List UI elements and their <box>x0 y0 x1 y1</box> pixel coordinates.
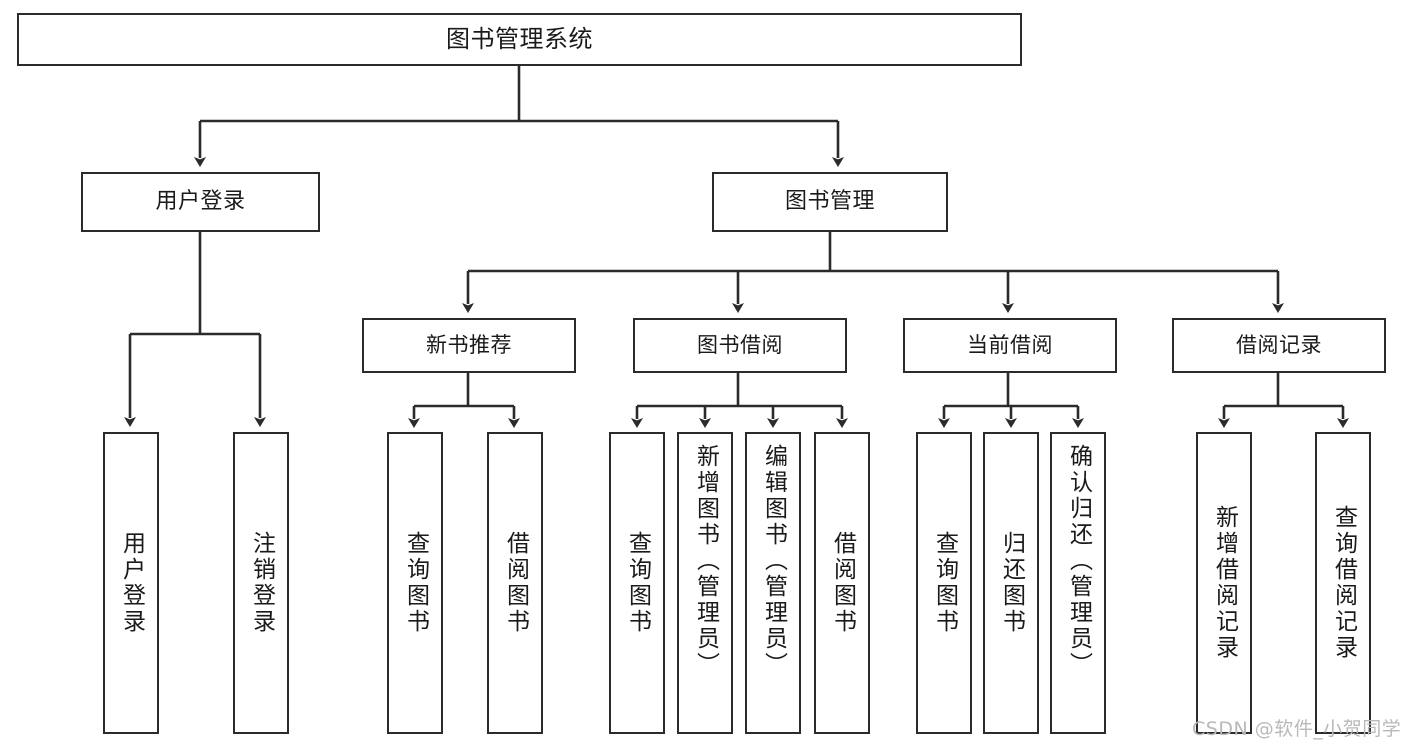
node-current-borrow-label: 当前借阅 <box>967 333 1053 358</box>
leaf-return-book[interactable]: 归还图书 <box>983 432 1039 734</box>
leaf-query-borrow-record-label: 查询借阅记录 <box>1330 505 1357 661</box>
node-root[interactable]: 图书管理系统 <box>17 13 1022 66</box>
leaf-query-book-current[interactable]: 查询图书 <box>916 432 972 734</box>
node-root-label: 图书管理系统 <box>446 25 593 54</box>
leaf-logout-label: 注销登录 <box>248 531 275 635</box>
leaf-query-book-borrow[interactable]: 查询图书 <box>609 432 665 734</box>
leaf-borrow-book-newbook[interactable]: 借阅图书 <box>487 432 543 734</box>
leaf-query-book-current-label: 查询图书 <box>931 531 958 635</box>
node-user-login[interactable]: 用户登录 <box>81 172 320 232</box>
leaf-confirm-return[interactable]: 确认归还（管理员） <box>1050 432 1106 734</box>
node-new-book-recommend[interactable]: 新书推荐 <box>362 318 576 373</box>
node-user-login-label: 用户登录 <box>155 189 246 215</box>
leaf-confirm-return-label: 确认归还（管理员） <box>1065 444 1092 678</box>
leaf-borrow-book-borrow[interactable]: 借阅图书 <box>814 432 870 734</box>
leaf-borrow-book-borrow-label: 借阅图书 <box>829 531 856 635</box>
node-book-management[interactable]: 图书管理 <box>712 172 948 232</box>
leaf-add-borrow-record[interactable]: 新增借阅记录 <box>1196 432 1252 734</box>
leaf-return-book-label: 归还图书 <box>998 531 1025 635</box>
node-current-borrow[interactable]: 当前借阅 <box>903 318 1117 373</box>
node-book-management-label: 图书管理 <box>784 189 875 215</box>
leaf-query-borrow-record[interactable]: 查询借阅记录 <box>1315 432 1371 734</box>
leaf-add-book-label: 新增图书（管理员） <box>692 444 719 678</box>
leaf-edit-book-label: 编辑图书（管理员） <box>760 444 787 678</box>
leaf-add-borrow-record-label: 新增借阅记录 <box>1211 505 1238 661</box>
node-book-borrow[interactable]: 图书借阅 <box>633 318 847 373</box>
leaf-query-book-borrow-label: 查询图书 <box>624 531 651 635</box>
node-book-borrow-label: 图书借阅 <box>697 333 783 358</box>
leaf-edit-book[interactable]: 编辑图书（管理员） <box>745 432 801 734</box>
node-borrow-records-label: 借阅记录 <box>1236 333 1322 358</box>
leaf-user-login-label: 用户登录 <box>118 531 145 635</box>
leaf-borrow-book-newbook-label: 借阅图书 <box>502 531 529 635</box>
leaf-user-login[interactable]: 用户登录 <box>103 432 159 734</box>
leaf-query-book-newbook-label: 查询图书 <box>402 531 429 635</box>
node-new-book-recommend-label: 新书推荐 <box>426 333 512 358</box>
leaf-logout[interactable]: 注销登录 <box>233 432 289 734</box>
leaf-add-book[interactable]: 新增图书（管理员） <box>677 432 733 734</box>
node-borrow-records[interactable]: 借阅记录 <box>1172 318 1386 373</box>
csdn-watermark: CSDN @软件_小贺同学 <box>1192 718 1402 740</box>
leaf-query-book-newbook[interactable]: 查询图书 <box>387 432 443 734</box>
